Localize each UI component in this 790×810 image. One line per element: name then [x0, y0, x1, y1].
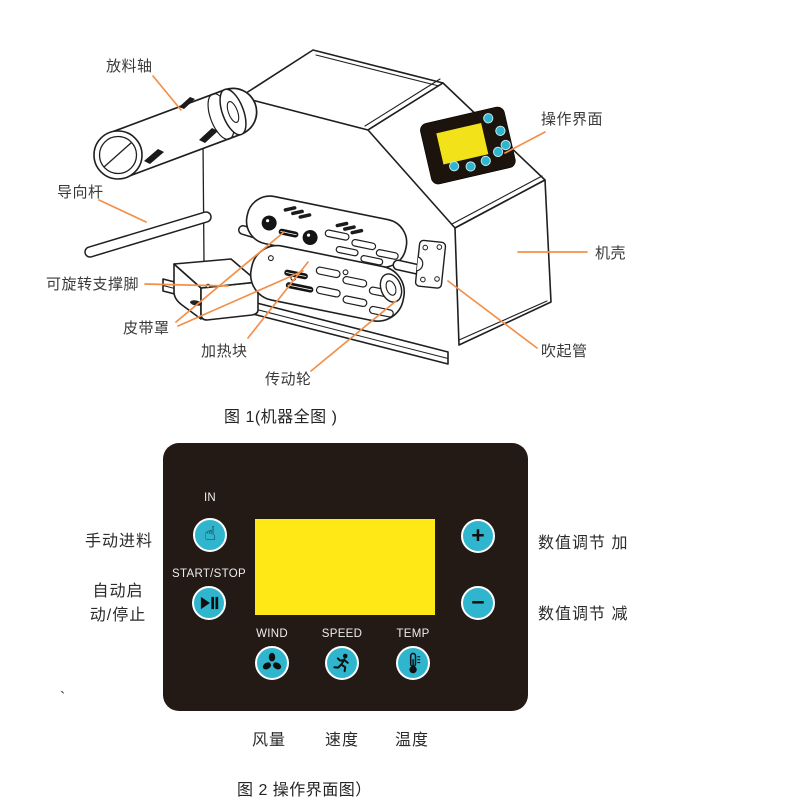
in-button-label: IN [203, 492, 217, 504]
label-value-decrease: 数值调节 减 [538, 606, 629, 623]
drive-wheel [379, 273, 403, 303]
mini-operation-panel [420, 106, 516, 185]
in-button[interactable]: ☝ [193, 518, 227, 552]
callout-casing: 机壳 [595, 245, 627, 262]
play-pause-icon [200, 596, 219, 610]
speed-button[interactable] [325, 646, 359, 680]
value-decrease-button[interactable]: − [461, 586, 495, 620]
label-value-increase: 数值调节 加 [538, 535, 629, 552]
figure2-caption: 图 2 操作界面图） [237, 782, 372, 799]
callout-rotatable-foot: 可旋转支撑脚 [46, 276, 140, 293]
fan-icon [262, 652, 282, 670]
label-auto-start-stop: 自动启 动/停止 [82, 580, 154, 628]
temp-button[interactable] [396, 646, 430, 680]
blow-pipe-bracket [414, 239, 447, 289]
auto-start-line1: 自动启 [92, 583, 144, 600]
thermometer-icon [409, 652, 421, 673]
minus-icon: − [471, 588, 485, 615]
runner-icon [333, 653, 349, 673]
callout-operation-panel: 操作界面 [541, 111, 604, 128]
label-manual-feed: 手动进料 [85, 533, 154, 550]
auto-start-line2: 动/停止 [89, 607, 147, 624]
callout-release-shaft: 放料轴 [106, 58, 153, 75]
temp-button-label: TEMP [396, 628, 430, 640]
belt-cover-upper [245, 195, 408, 269]
hand-icon: ☝ [204, 523, 216, 545]
figure1-caption: 图 1(机器全图 ) [224, 409, 338, 426]
callout-guide-rod: 导向杆 [57, 184, 104, 201]
label-temp: 温度 [395, 732, 430, 749]
callout-blow-pipe: 吹起管 [541, 343, 588, 360]
wind-button[interactable] [255, 646, 289, 680]
label-wind: 风量 [252, 732, 287, 749]
callout-belt-cover: 皮带罩 [123, 320, 170, 337]
belt-cover-lower [249, 244, 406, 322]
display-screen [255, 519, 435, 615]
callout-heating-block: 加热块 [201, 343, 248, 360]
start-stop-button-label: START/STOP [172, 568, 246, 580]
callout-drive-wheel: 传动轮 [265, 371, 312, 388]
control-panel: IN START/STOP WIND SPEED TEMP ☝ + − [163, 443, 528, 711]
wind-button-label: WIND [256, 628, 288, 640]
start-stop-button[interactable] [192, 586, 226, 620]
machine-line-drawing [84, 49, 588, 372]
value-increase-button[interactable]: + [461, 519, 495, 553]
plus-icon: + [471, 521, 485, 548]
leader-lines [98, 75, 588, 372]
label-speed: 速度 [325, 732, 360, 749]
stray-mark: ` [60, 690, 66, 707]
speed-button-label: SPEED [321, 628, 363, 640]
